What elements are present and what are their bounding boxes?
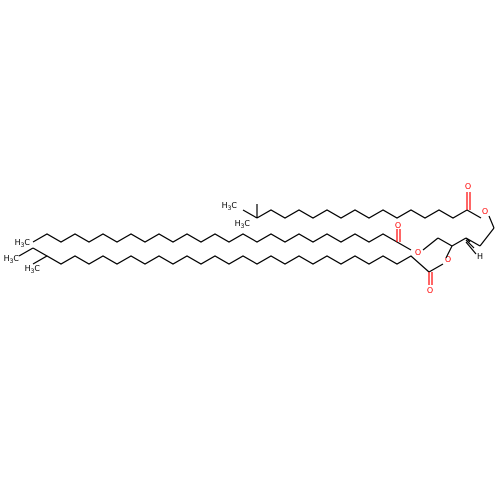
lower-ethyl-label: H3C [4, 254, 20, 265]
svg-text:H3C: H3C [15, 238, 31, 249]
lower-carbonyl [428, 272, 433, 285]
lower-carbonyl-oxygen: O [427, 286, 433, 295]
svg-text:H3C: H3C [25, 264, 41, 275]
lower-methyl-label: H3C [25, 264, 41, 275]
upper-carbonyl [466, 192, 482, 219]
upper-carbonyl-oxygen: O [465, 182, 471, 191]
upper-acyl-chain [242, 204, 468, 219]
upper-ester-oxygen: O [482, 207, 488, 216]
svg-text:H3C: H3C [222, 201, 238, 212]
upper-ester-bond [488, 215, 495, 229]
svg-text:H3C: H3C [4, 254, 20, 265]
lower-ester-oxygen: O [445, 255, 451, 264]
upper-methyl-label: H3C [222, 201, 238, 212]
middle-ester-oxygen: O [415, 248, 421, 257]
svg-text:H3C: H3C [235, 219, 251, 230]
stereo-hydrogen-bond [465, 237, 477, 255]
lower-acyl-chain [18, 247, 430, 273]
lower-ester-bond [428, 245, 453, 273]
stereo-hydrogen: H [477, 252, 483, 261]
middle-methyl-label: H3C [15, 238, 31, 249]
middle-carbonyl [396, 229, 401, 242]
middle-carbonyl-oxygen: O [395, 221, 401, 230]
upper-methyl-label-2: H3C [235, 219, 251, 230]
middle-ester-bond [422, 237, 439, 251]
glycerol-backbone [437, 227, 495, 247]
middle-acyl-chain [32, 233, 412, 251]
